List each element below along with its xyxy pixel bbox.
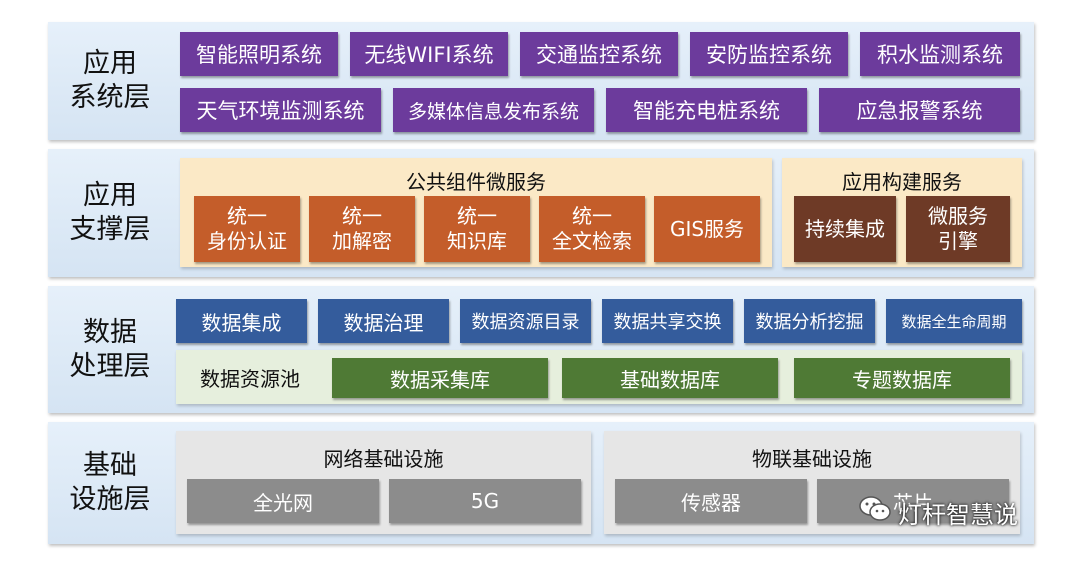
iot-infra-box: 芯片	[817, 479, 1009, 523]
support-layer-label: 应用 支撑层	[69, 180, 151, 245]
iot-infra-box: 传感器	[615, 479, 807, 523]
app-system-box: 安防监控系统	[690, 32, 848, 76]
app-system-box: 智能充电桩系统	[606, 88, 807, 132]
public-components-title: 公共组件微服务	[406, 170, 546, 194]
app-system-box: 智能照明系统	[180, 32, 338, 76]
data-pool-box: 专题数据库	[794, 358, 1010, 398]
public-component-box: 统一 加解密	[309, 196, 415, 262]
data-pool-box: 数据采集库	[332, 358, 548, 398]
app-system-box: 无线WIFI系统	[350, 32, 508, 76]
infra-layer: 基础 设施层 网络基础设施 全光网 5G 物联基础设施 传感器 芯片	[48, 422, 1034, 544]
public-component-box: GIS服务	[654, 196, 760, 262]
app-system-box: 交通监控系统	[520, 32, 678, 76]
app-system-box: 天气环境监测系统	[180, 88, 381, 132]
public-component-box: 统一 知识库	[424, 196, 530, 262]
application-layer-label: 应用 系统层	[69, 48, 151, 113]
data-layer-label: 数据 处理层	[69, 316, 151, 382]
support-layer: 应用 支撑层 公共组件微服务 统一 身份认证 统一 加解密 统一 知识库 统一 …	[48, 149, 1034, 277]
app-build-title: 应用构建服务	[842, 170, 962, 194]
data-tool-box: 数据治理	[318, 299, 449, 343]
data-tool-box: 数据共享交换	[602, 299, 733, 343]
data-resource-pool-panel: 数据资源池 数据采集库 基础数据库 专题数据库	[176, 350, 1022, 404]
data-tool-box: 数据分析挖掘	[744, 299, 875, 343]
data-pool-box: 基础数据库	[562, 358, 778, 398]
iot-infra-title: 物联基础设施	[752, 447, 872, 471]
network-infra-panel: 网络基础设施 全光网 5G	[176, 431, 591, 534]
app-system-box: 积水监测系统	[860, 32, 1020, 76]
public-component-box: 统一 身份认证	[194, 196, 300, 262]
app-build-box: 微服务 引擎	[906, 196, 1010, 262]
watermark-text: 灯杆智慧说	[898, 500, 1018, 529]
network-infra-title: 网络基础设施	[323, 447, 444, 471]
public-component-box: 统一 全文检索	[539, 196, 645, 262]
network-infra-box: 5G	[389, 479, 581, 523]
public-components-panel: 公共组件微服务 统一 身份认证 统一 加解密 统一 知识库 统一 全文检索 GI…	[180, 158, 772, 267]
data-tool-box: 数据全生命周期	[886, 299, 1022, 343]
app-system-box: 应急报警系统	[819, 88, 1020, 132]
iot-infra-panel: 物联基础设施 传感器 芯片	[604, 431, 1020, 534]
infra-layer-label: 基础 设施层	[69, 450, 151, 515]
data-resource-pool-label: 数据资源池	[200, 366, 300, 391]
network-infra-box: 全光网	[187, 479, 379, 523]
wechat-icon	[858, 494, 892, 530]
app-system-box: 多媒体信息发布系统	[393, 88, 594, 132]
app-build-panel: 应用构建服务 持续集成 微服务 引擎	[782, 158, 1022, 267]
application-layer: 应用 系统层 智能照明系统 无线WIFI系统 交通监控系统 安防监控系统 积水监…	[48, 22, 1034, 140]
watermark: 灯杆智慧说	[858, 492, 1018, 532]
data-layer: 数据 处理层 数据集成 数据治理 数据资源目录 数据共享交换 数据分析挖掘 数据…	[48, 286, 1034, 413]
data-tool-box: 数据资源目录	[460, 299, 591, 343]
data-tool-box: 数据集成	[176, 299, 307, 343]
app-build-box: 持续集成	[794, 196, 896, 262]
